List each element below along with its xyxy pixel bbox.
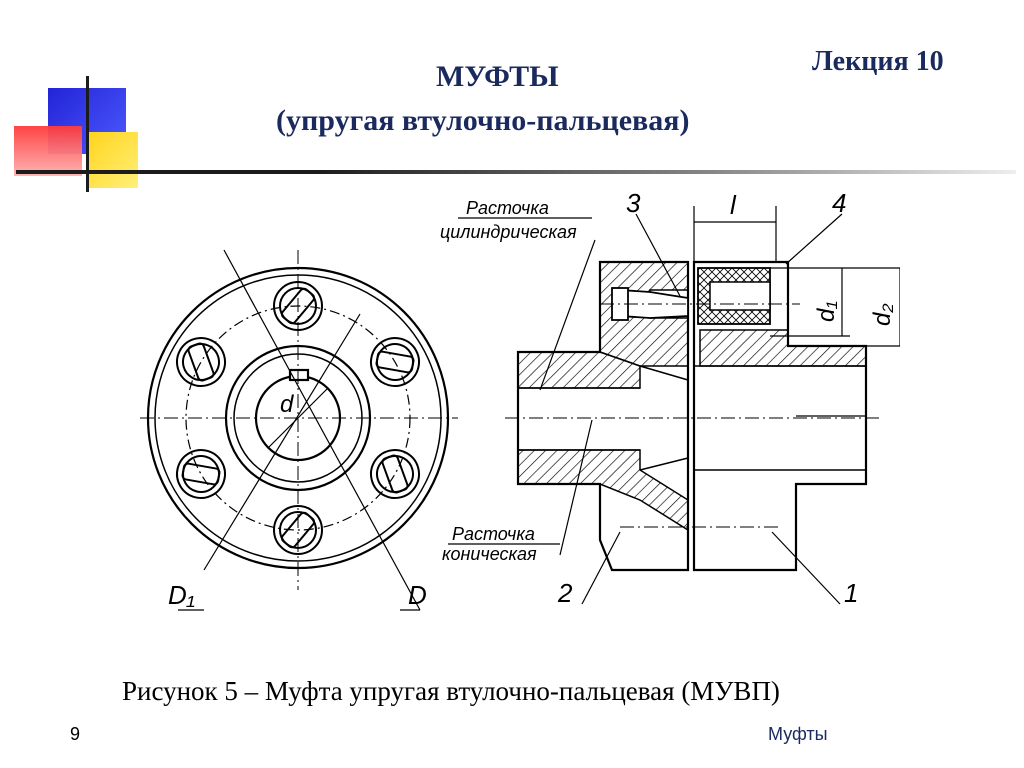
- footer-text: Муфты: [768, 724, 828, 744]
- figure-caption: Рисунок 5 – Муфта упругая втулочно-пальц…: [122, 676, 780, 706]
- label-bore-conical-1: Расточка: [452, 524, 535, 544]
- label-dim-d2: d₂: [869, 304, 896, 327]
- decor-red-square: [14, 126, 82, 176]
- label-dim-l: l: [730, 190, 737, 220]
- label-bore-cylindrical-1: Расточка: [466, 198, 549, 218]
- label-part-3: 3: [626, 188, 641, 218]
- front-view-pins: [176, 281, 420, 555]
- label-dim-d1: d₁: [813, 301, 840, 322]
- label-d: d: [280, 391, 294, 418]
- front-view: [140, 250, 458, 590]
- label-part-2: 2: [557, 578, 573, 608]
- front-view-dimensions: [178, 249, 421, 611]
- label-bore-cylindrical-2: цилиндрическая: [440, 222, 577, 242]
- side-view-dimensions: [448, 206, 900, 605]
- decor-vertical-line: [86, 76, 89, 192]
- label-part-4: 4: [832, 188, 846, 218]
- label-part-1: 1: [844, 578, 858, 608]
- side-view: [505, 260, 880, 572]
- coupling-drawing: d D₁ D: [140, 188, 900, 611]
- label-bore-conical-2: коническая: [442, 544, 537, 564]
- label-D1: D₁: [168, 580, 195, 610]
- decor-yellow-square: [86, 132, 138, 188]
- slide-title: МУФТЫ: [436, 60, 559, 93]
- label-D: D: [408, 580, 427, 610]
- lecture-label: Лекция 10: [812, 46, 944, 77]
- decor-horizontal-rule: [16, 170, 1016, 174]
- slide-subtitle: (упругая втулочно-пальцевая): [276, 104, 690, 137]
- page-number: 9: [70, 724, 81, 744]
